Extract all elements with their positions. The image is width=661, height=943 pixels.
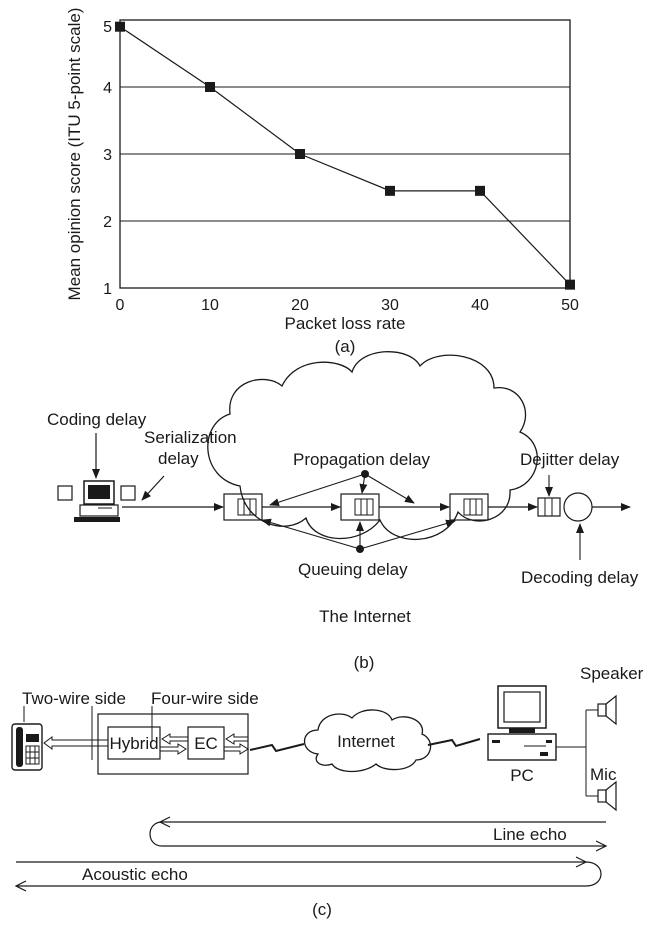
- gateway-box: [97, 713, 249, 775]
- dejitter-delay-label: Dejitter delay: [520, 450, 620, 469]
- hybrid-label: Hybrid: [109, 734, 158, 753]
- propagation-delay-label: Propagation delay: [293, 450, 431, 469]
- data-point: [295, 149, 305, 159]
- data-point: [205, 82, 215, 92]
- y-tick-labels: 1 2 3 4 5: [103, 19, 112, 298]
- x-tick-label: 0: [116, 297, 125, 314]
- decoder-circle: [563, 492, 593, 522]
- pc-label: PC: [510, 766, 534, 785]
- serialization-label-2: delay: [158, 449, 199, 468]
- x-tick-label: 20: [291, 297, 309, 314]
- computer-icon: [57, 480, 136, 522]
- telephone-icon: [11, 723, 43, 771]
- internet-label-b: The Internet: [319, 607, 411, 626]
- two-wire-label: Two-wire side: [22, 689, 126, 708]
- x-tick-label: 50: [561, 297, 579, 314]
- data-point: [385, 185, 395, 196]
- internet-cloud-b: [207, 351, 538, 541]
- chart-a: 1 2 3 4 5 0 10 20 30 40 50 Packet loss rate Mean …: [65, 8, 579, 356]
- x-tick-labels: 0 10 20 30 40 50: [116, 297, 579, 314]
- x-axis-label: Packet loss rate: [285, 314, 406, 333]
- gridlines: [120, 86, 570, 222]
- internet-label-c: Internet: [337, 732, 395, 751]
- y-tick-label: 3: [103, 147, 112, 164]
- data-point: [565, 279, 575, 290]
- speaker-label: Speaker: [580, 664, 644, 683]
- mic-label: Mic: [590, 765, 617, 784]
- queuing-delay-label: Queuing delay: [298, 560, 408, 579]
- router-2: [340, 493, 380, 521]
- caption-a: (a): [335, 337, 356, 356]
- ec-label: EC: [194, 734, 218, 753]
- series-points: [115, 21, 575, 290]
- line-echo-loop: [149, 821, 606, 847]
- speaker-icon: [597, 694, 617, 726]
- line-echo-label: Line echo: [493, 825, 567, 844]
- y-tick-label: 5: [103, 19, 112, 36]
- hybrid-box: [107, 726, 161, 760]
- series-line: [119, 26, 571, 286]
- y-tick-label: 2: [103, 214, 112, 231]
- x-tick-label: 30: [381, 297, 399, 314]
- four-wire-label: Four-wire side: [151, 689, 259, 708]
- dejitter-buffer: [537, 497, 561, 517]
- data-point: [115, 21, 125, 32]
- serialization-arrow: [141, 475, 165, 501]
- acoustic-echo-label: Acoustic echo: [82, 865, 188, 884]
- x-tick-label: 10: [201, 297, 219, 314]
- coding-delay-label: Coding delay: [47, 410, 147, 429]
- y-tick-label: 1: [103, 281, 112, 298]
- caption-b: (b): [354, 653, 375, 672]
- y-tick-label: 4: [103, 80, 112, 97]
- serialization-label-1: Serialization: [144, 428, 237, 447]
- data-point: [475, 185, 485, 196]
- internet-cloud-c: [303, 709, 432, 773]
- diagram-b: Coding delay Serialization delay Propaga…: [47, 351, 639, 672]
- x-tick-label: 40: [471, 297, 489, 314]
- ec-box: [187, 726, 225, 760]
- y-axis-label: Mean opinion score (ITU 5-point scale): [65, 8, 84, 301]
- diagram-c: Two-wire side Four-wire side Hybrid EC I…: [11, 664, 644, 919]
- pc-icon: [487, 685, 557, 761]
- decoding-delay-label: Decoding delay: [521, 568, 639, 587]
- microphone-icon: [597, 780, 617, 812]
- caption-c: (c): [312, 900, 332, 919]
